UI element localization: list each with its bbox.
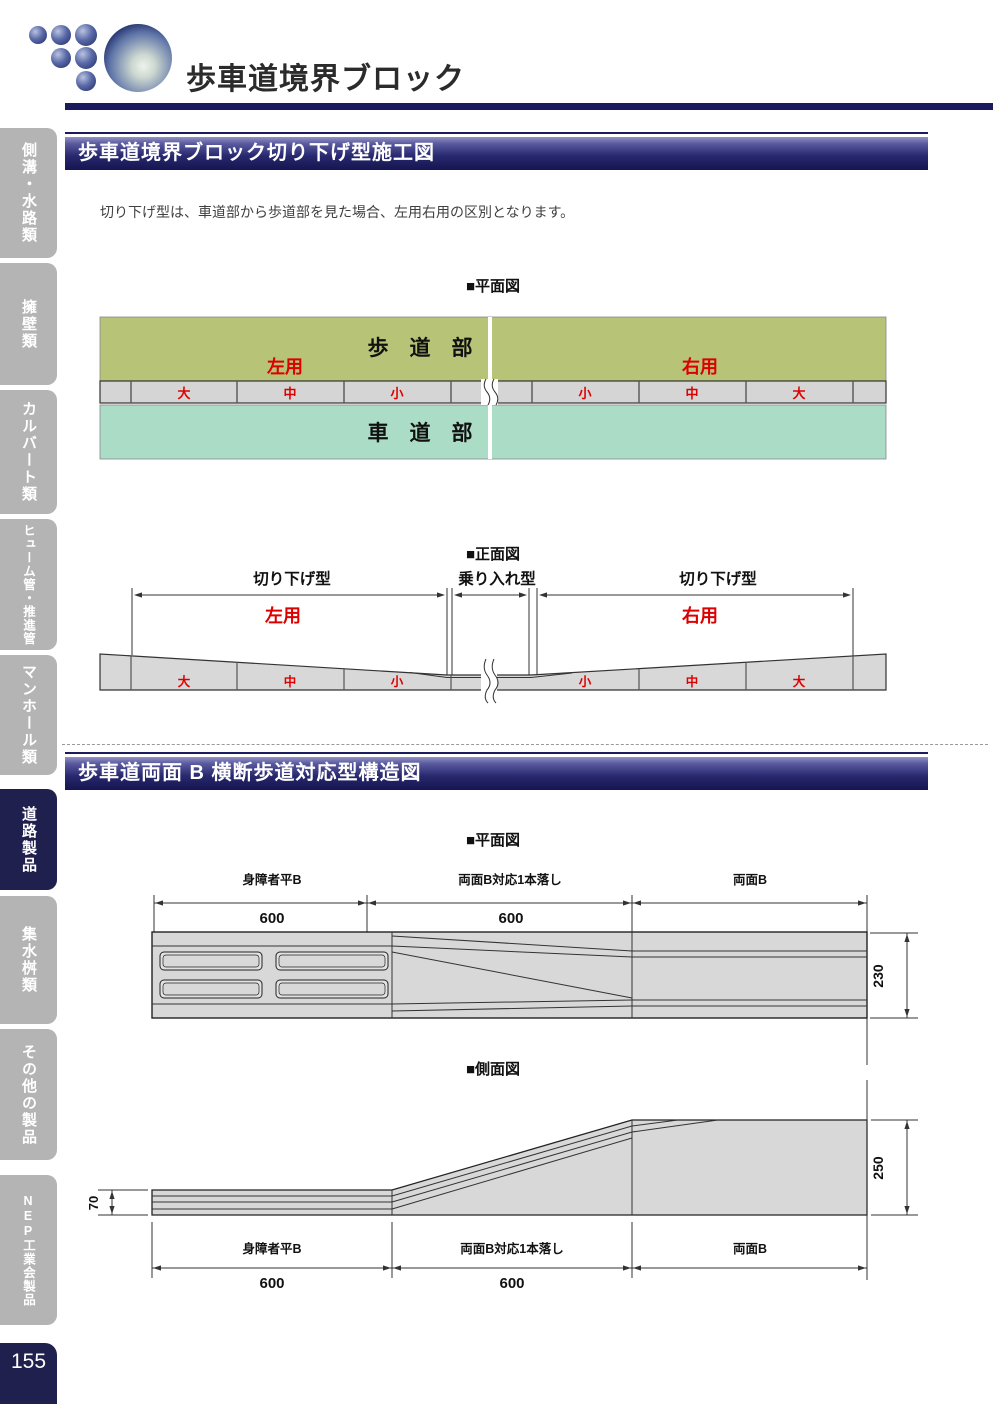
plan-view1-label: ■平面図 bbox=[466, 278, 521, 295]
svg-text:大: 大 bbox=[177, 386, 190, 401]
size-cell-labels: 大 中 小 小 中 大 bbox=[177, 386, 805, 401]
depth-dim-lines bbox=[870, 932, 918, 1019]
height-low-value: 70 bbox=[86, 1196, 101, 1210]
sidebar-tab-manhole[interactable]: マンホール類 bbox=[0, 655, 57, 775]
svg-text:小: 小 bbox=[390, 386, 403, 401]
depth-dim-arrowheads bbox=[904, 934, 910, 1017]
title-rule bbox=[65, 103, 993, 110]
block-side-lines bbox=[152, 1119, 719, 1215]
bottom-dim-arrowheads bbox=[153, 1265, 866, 1271]
sidebar-tab-culvert[interactable]: カルバート類 bbox=[0, 390, 57, 514]
break-mark bbox=[481, 378, 499, 406]
plan-view2-diagram: 身障者平B 両面B対応1本落し 両面B 600 600 230 bbox=[151, 872, 918, 1065]
svg-text:大: 大 bbox=[793, 674, 806, 689]
sidebar-tab-shusui[interactable]: 集水桝類 bbox=[0, 896, 57, 1024]
dim-arrowheads bbox=[155, 900, 866, 906]
roadway-label: 車 道 部 bbox=[368, 421, 473, 445]
dim-600-center: 600 bbox=[499, 1275, 524, 1292]
sidebar-tab-other[interactable]: その他の製品 bbox=[0, 1029, 57, 1160]
svg-text:中: 中 bbox=[686, 674, 699, 689]
svg-text:小: 小 bbox=[390, 674, 404, 689]
roadway-band bbox=[99, 404, 887, 460]
block-profile bbox=[99, 653, 887, 691]
dim-600-left: 600 bbox=[259, 1275, 284, 1292]
plan-view2-label: ■平面図 bbox=[466, 832, 521, 849]
height-dim-arrowheads bbox=[109, 1121, 910, 1214]
dim-600-left: 600 bbox=[259, 910, 284, 927]
dim-label-cut-right: 切り下げ型 bbox=[679, 570, 757, 588]
section-separator bbox=[62, 744, 988, 745]
bottom-dim-lines bbox=[151, 1222, 868, 1278]
height-high-value: 250 bbox=[870, 1156, 886, 1180]
block-dividers bbox=[130, 656, 854, 690]
dim-arrowheads bbox=[134, 592, 851, 598]
segment-label-flat: 身障者平B bbox=[242, 872, 301, 887]
svg-text:中: 中 bbox=[283, 386, 296, 401]
sidebar-tab-nep[interactable]: NEP工業会製品 bbox=[0, 1175, 57, 1325]
svg-text:中: 中 bbox=[685, 386, 698, 401]
section1-intro: 切り下げ型は、車道部から歩道部を見た場合、左用右用の区別となります。 bbox=[100, 204, 575, 220]
segment-label-taper: 両面B対応1本落し bbox=[460, 1241, 563, 1256]
svg-text:小: 小 bbox=[578, 674, 592, 689]
segment-label-flat: 身障者平B bbox=[242, 1241, 301, 1256]
break-mark bbox=[481, 658, 499, 704]
dim-label-entry: 乗り入れ型 bbox=[458, 570, 536, 588]
sidewalk-band bbox=[99, 316, 887, 382]
size-cell-labels: 大 中 小 小 中 大 bbox=[178, 674, 806, 689]
right-use-label: 右用 bbox=[682, 356, 718, 377]
svg-text:大: 大 bbox=[792, 386, 805, 401]
svg-text:大: 大 bbox=[178, 674, 191, 689]
dim-600-center: 600 bbox=[498, 910, 523, 927]
sidewalk-label: 歩 道 部 bbox=[368, 336, 473, 360]
svg-text:小: 小 bbox=[578, 386, 591, 401]
right-use-label: 右用 bbox=[682, 605, 718, 626]
section2-heading-bar: 歩車道両面 B 横断歩道対応型構造図 bbox=[65, 752, 928, 790]
plan-view1-diagram: 歩 道 部 車 道 部 左用 右用 大 中 小 小 中 大 bbox=[99, 316, 887, 460]
page-title: 歩車道境界ブロック bbox=[186, 63, 465, 96]
segment-label-taper: 両面B対応1本落し bbox=[458, 872, 561, 887]
block-strip-dividers bbox=[130, 381, 854, 403]
section1-heading: 歩車道境界ブロック切り下げ型施工図 bbox=[65, 137, 928, 170]
dim-extension-lines bbox=[131, 588, 854, 676]
segment-label-both: 両面B bbox=[733, 1242, 767, 1256]
section1-heading-bar: 歩車道境界ブロック切り下げ型施工図 bbox=[65, 132, 928, 170]
sidebar-tab-road-products[interactable]: 道路製品 bbox=[0, 789, 57, 890]
svg-text:中: 中 bbox=[284, 674, 297, 689]
side-view-label: ■側面図 bbox=[466, 1061, 521, 1078]
sidebar-tab-yoheki[interactable]: 擁壁類 bbox=[0, 263, 57, 385]
section2-heading: 歩車道両面 B 横断歩道対応型構造図 bbox=[65, 757, 928, 790]
sidebar-tab-hume-pipe[interactable]: ヒューム管・推進管 bbox=[0, 519, 57, 650]
left-use-label: 左用 bbox=[267, 356, 303, 377]
depth-dim-value: 230 bbox=[870, 964, 886, 988]
front-view-label: ■正面図 bbox=[466, 546, 521, 563]
side-view-diagram: 70 250 身障者平B 両面B対応1本落し 両面B 600 600 bbox=[86, 1080, 918, 1292]
sidebar-tab-sokko-suiro[interactable]: 側溝・水路類 bbox=[0, 128, 57, 258]
dim-label-cut-left: 切り下げ型 bbox=[253, 570, 331, 588]
block-plan-lines bbox=[152, 932, 867, 1018]
page-number: 155 bbox=[0, 1343, 57, 1404]
tactile-slots bbox=[159, 951, 389, 999]
left-use-label: 左用 bbox=[265, 605, 301, 626]
segment-label-both: 両面B bbox=[733, 873, 767, 887]
front-view-diagram: 切り下げ型 乗り入れ型 切り下げ型 左用 右用 大 中 小 小 中 大 bbox=[99, 570, 887, 704]
